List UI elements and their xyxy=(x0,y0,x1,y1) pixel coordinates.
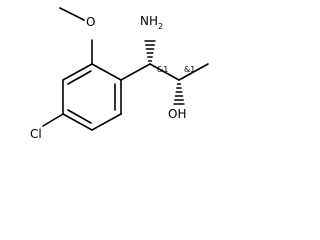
c2-methyl-bond xyxy=(178,63,209,81)
methoxy-methyl-bond xyxy=(59,7,85,21)
amine-label: NH2 xyxy=(140,14,163,31)
ring-bond-6-inner xyxy=(67,70,92,85)
stereo-label-c2: &1 xyxy=(184,65,195,74)
ring-bond-3 xyxy=(91,113,122,131)
structure-canvas: NH2 OH O Cl &1 &1 xyxy=(0,0,225,156)
ring-bond-1 xyxy=(91,63,122,81)
hydroxyl-label: OH xyxy=(168,107,186,121)
molecule-drawing: NH2 OH O Cl &1 &1 xyxy=(30,7,209,141)
stereo-label-c1: &1 xyxy=(157,65,168,74)
ring-bond-4 xyxy=(62,113,93,131)
chloro-bond xyxy=(42,113,64,127)
c1-c2-bond xyxy=(149,63,180,81)
chlorine-label: Cl xyxy=(30,127,42,141)
ring-bond-4-inner xyxy=(67,109,92,124)
c1-amine-hashed-wedge xyxy=(146,40,154,64)
ring-bond-6 xyxy=(62,63,93,81)
ring-to-c1-bond xyxy=(120,63,151,81)
methoxy-oxygen-label: O xyxy=(86,15,95,29)
